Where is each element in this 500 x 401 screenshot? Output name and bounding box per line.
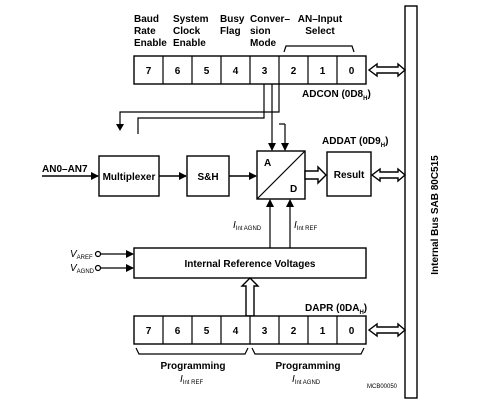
internal-reference-block — [133, 247, 367, 279]
control-line-1 — [137, 84, 265, 134]
sample-hold-label: S&H — [197, 172, 218, 183]
prog-agnd-label: Programming — [275, 361, 340, 372]
svg-text:Baud: Baud — [134, 14, 159, 25]
aninput-bracket — [283, 45, 355, 53]
result-register — [326, 151, 372, 197]
adcon-headings: Baud Rate Enable System Clock Enable Bus… — [134, 14, 343, 49]
adc-converter-block: A D — [256, 150, 306, 200]
adcon-bit-7: 7 — [146, 66, 152, 77]
adcon-register: 7 6 5 4 3 2 1 0 — [133, 55, 367, 85]
channel-select-arrowhead — [116, 124, 124, 131]
adc-digital-label: D — [290, 184, 297, 195]
iref-label: IInt REF — [294, 220, 317, 232]
svg-text:System: System — [173, 14, 209, 25]
adcon-bit-0: 0 — [349, 66, 355, 77]
dapr-bit-3: 3 — [262, 326, 268, 337]
dapr-label: DAPR (0DAH) — [305, 303, 367, 316]
internal-bus — [404, 5, 418, 399]
channel-select-line — [119, 84, 280, 124]
adc-to-result-arrow — [304, 165, 327, 185]
svg-text:AN–Input: AN–Input — [298, 14, 343, 25]
multiplexer-block — [98, 155, 160, 197]
result-label: Result — [334, 170, 365, 181]
svg-text:Conver–: Conver– — [250, 14, 290, 25]
figure-code: MCB00050 — [367, 384, 398, 390]
prog-ref-bracket — [135, 347, 249, 355]
dapr-bit-4: 4 — [233, 326, 239, 337]
addat-label: ADDAT (0D9H) — [322, 136, 388, 149]
dapr-register: 7 6 5 4 3 2 1 0 — [133, 315, 367, 345]
dapr-bit-6: 6 — [175, 326, 181, 337]
reference-inputs: VAREF VAGND — [70, 249, 134, 275]
svg-text:Select: Select — [305, 26, 335, 37]
adc-analog-label: A — [264, 158, 271, 169]
adcon-bit-1: 1 — [320, 66, 326, 77]
analog-input-label: AN0–AN7 — [42, 164, 88, 175]
adcon-bit-4: 4 — [233, 66, 239, 77]
vagnd-label: VAGND — [70, 263, 95, 275]
svg-text:Enable: Enable — [134, 38, 167, 49]
prog-ref-label: Programming — [160, 361, 225, 372]
adcon-bus-arrow — [367, 62, 407, 78]
dapr-bus-arrow — [367, 322, 407, 338]
internal-reference-label: Internal Reference Voltages — [185, 259, 316, 270]
prog-agnd-bracket — [251, 347, 365, 355]
svg-text:Busy: Busy — [220, 14, 245, 25]
adcon-bit-2: 2 — [291, 66, 297, 77]
varef-label: VAREF — [70, 249, 93, 261]
adcon-bit-6: 6 — [175, 66, 181, 77]
svg-text:Clock: Clock — [173, 26, 201, 37]
dapr-to-reference-arrow — [240, 277, 260, 317]
dapr-bit-2: 2 — [291, 326, 297, 337]
svg-text:sion: sion — [250, 26, 271, 37]
prog-agnd-symbol: IInt AGND — [292, 374, 321, 386]
sample-hold-block — [186, 155, 230, 197]
dapr-bit-7: 7 — [146, 326, 152, 337]
svg-text:Mode: Mode — [250, 38, 277, 49]
svg-text:Enable: Enable — [173, 38, 206, 49]
svg-text:Flag: Flag — [220, 26, 241, 37]
adcon-bit-3: 3 — [262, 66, 268, 77]
adcon-label: ADCON (0D8H) — [302, 89, 371, 102]
dapr-bit-0: 0 — [349, 326, 355, 337]
internal-bus-label: Internal Bus SAB 80C515 — [430, 155, 441, 275]
dapr-bit-1: 1 — [320, 326, 326, 337]
adcon-bit-5: 5 — [204, 66, 210, 77]
multiplexer-label: Multiplexer — [103, 172, 156, 183]
dapr-bit-5: 5 — [204, 326, 210, 337]
result-bus-arrow — [370, 167, 407, 183]
svg-text:Rate: Rate — [134, 26, 156, 37]
iagnd-label: IInt AGND — [233, 220, 262, 232]
prog-ref-symbol: IInt REF — [180, 374, 203, 386]
